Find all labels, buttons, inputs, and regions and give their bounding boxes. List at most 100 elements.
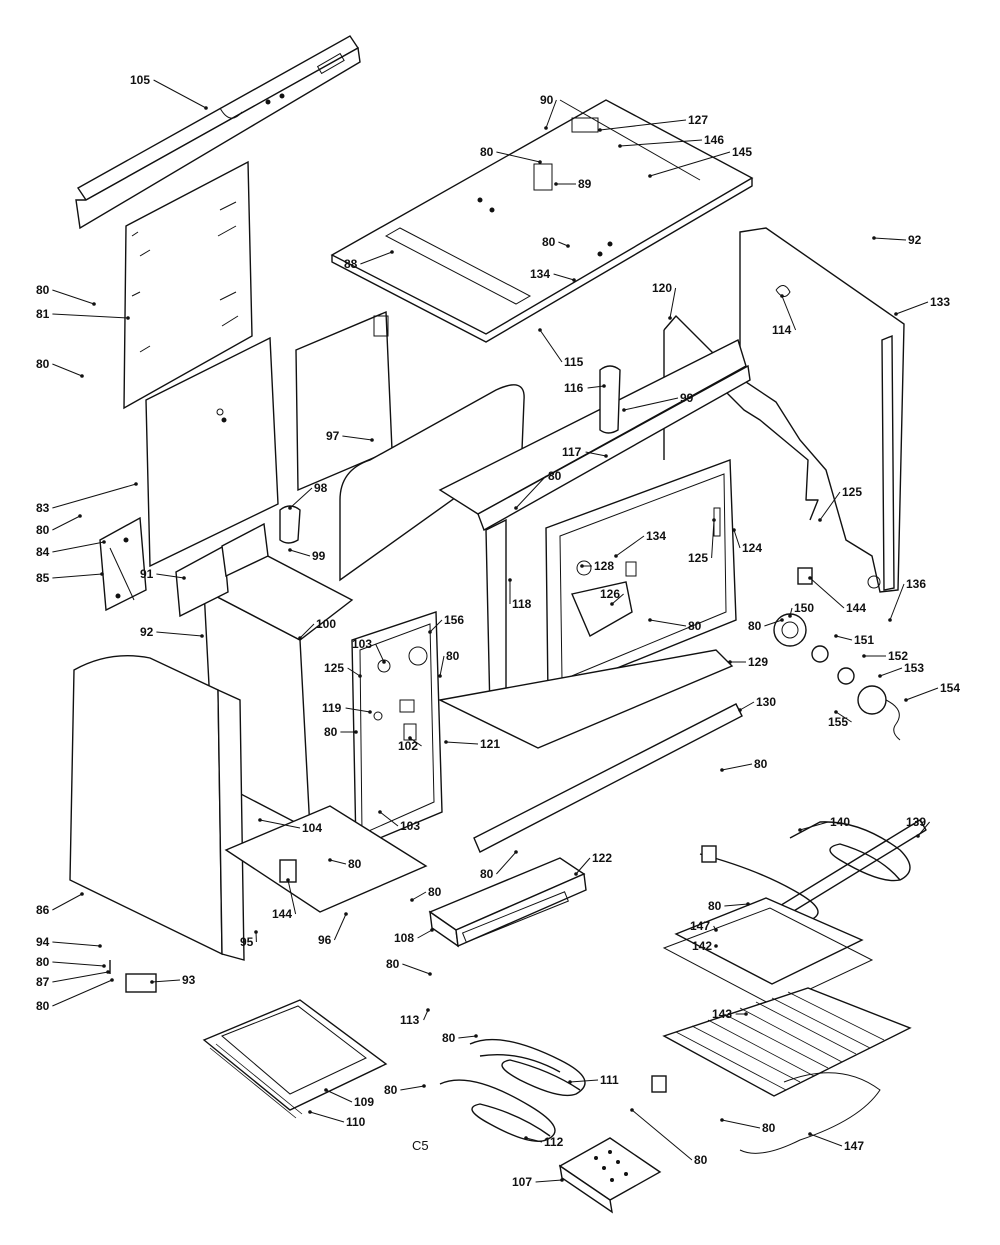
leader-arrow xyxy=(808,1132,812,1136)
callout-107: 107 xyxy=(512,1175,564,1189)
leader-line xyxy=(402,964,430,974)
callout-label: 104 xyxy=(302,821,322,835)
callout-label: 118 xyxy=(512,597,532,611)
callout-80: 80 xyxy=(720,1118,775,1135)
callout-label: 144 xyxy=(272,907,292,921)
leader-arrow xyxy=(258,818,262,822)
callout-label: 107 xyxy=(512,1175,532,1189)
leader-arrow xyxy=(134,482,138,486)
callout-147: 147 xyxy=(808,1132,864,1153)
callout-112: 112 xyxy=(524,1135,563,1149)
callout-label: 96 xyxy=(318,933,332,947)
callout-label: 80 xyxy=(480,867,494,881)
leader-arrow xyxy=(834,634,838,638)
callout-129: 129 xyxy=(728,655,768,669)
leader-arrow xyxy=(102,964,106,968)
callout-121: 121 xyxy=(444,737,500,751)
callout-113: 113 xyxy=(400,1008,430,1027)
leader-arrow xyxy=(126,316,130,320)
callout-label: 128 xyxy=(594,559,614,573)
callout-93: 93 xyxy=(150,973,195,987)
callout-label: 129 xyxy=(748,655,768,669)
callout-label: 89 xyxy=(578,177,592,191)
part-86-left-side-panel xyxy=(70,656,244,960)
leader-line xyxy=(52,574,102,578)
callout-label: 114 xyxy=(772,323,792,337)
leader-arrow xyxy=(916,834,920,838)
callout-80: 80 xyxy=(36,955,106,969)
callout-108: 108 xyxy=(394,928,434,945)
callout-130: 130 xyxy=(738,695,776,712)
callout-label: 80 xyxy=(548,469,562,483)
leader-arrow xyxy=(604,454,608,458)
callout-label: 92 xyxy=(908,233,922,247)
callout-label: 130 xyxy=(756,695,776,709)
leader-arrow xyxy=(878,674,882,678)
callout-label: 110 xyxy=(346,1115,366,1129)
callout-label: 98 xyxy=(314,481,328,495)
leader-line xyxy=(810,1134,842,1146)
part-111-bake-element xyxy=(470,1040,585,1096)
part-150-knob xyxy=(774,614,806,646)
leader-arrow xyxy=(428,630,432,634)
callout-80: 80 xyxy=(324,725,358,739)
callout-label: 144 xyxy=(846,601,866,615)
callout-80: 80 xyxy=(438,649,459,678)
leader-arrow xyxy=(808,576,812,580)
leader-arrow xyxy=(538,328,542,332)
callout-label: 92 xyxy=(140,625,154,639)
callout-label: 108 xyxy=(394,931,414,945)
callout-86: 86 xyxy=(36,892,84,917)
callout-label: 154 xyxy=(940,681,960,695)
leader-arrow xyxy=(780,618,784,622)
leader-arrow xyxy=(508,578,512,582)
callout-label: 80 xyxy=(748,619,762,633)
leader-arrow xyxy=(368,710,372,714)
callout-label: 156 xyxy=(444,613,464,627)
leader-arrow xyxy=(444,740,448,744)
leader-line xyxy=(290,550,310,556)
callout-label: 80 xyxy=(324,725,338,739)
callout-label: 80 xyxy=(708,899,722,913)
leader-arrow xyxy=(566,244,570,248)
callout-96: 96 xyxy=(318,912,348,947)
callout-80: 80 xyxy=(384,1083,426,1097)
leader-arrow xyxy=(720,768,724,772)
leader-arrow xyxy=(862,654,866,658)
callout-label: 80 xyxy=(36,357,50,371)
callout-label: 109 xyxy=(354,1095,374,1109)
leader-arrow xyxy=(514,850,518,854)
leader-arrow xyxy=(102,540,106,544)
callout-111: 111 xyxy=(568,1073,619,1087)
part-112-broil-element xyxy=(440,1080,555,1141)
leader-arrow xyxy=(610,602,614,606)
leader-arrow xyxy=(618,144,622,148)
leader-arrow xyxy=(720,1118,724,1122)
callout-110: 110 xyxy=(308,1110,365,1129)
leader-line xyxy=(52,290,94,304)
part-152-knob xyxy=(812,646,828,662)
callout-80: 80 xyxy=(386,957,432,976)
leader-arrow xyxy=(80,892,84,896)
leader-line xyxy=(52,516,80,530)
leader-arrow xyxy=(714,944,718,948)
callout-label: 93 xyxy=(182,973,196,987)
leader-arrow xyxy=(598,128,602,132)
leader-arrow xyxy=(622,408,626,412)
leader-arrow xyxy=(888,618,892,622)
leader-line xyxy=(440,656,444,676)
leader-arrow xyxy=(648,618,652,622)
callout-label: 155 xyxy=(828,715,848,729)
part-133-right-side-panel xyxy=(740,228,904,592)
leader-line xyxy=(896,302,928,314)
leader-arrow xyxy=(554,182,558,186)
callout-label: 80 xyxy=(36,999,50,1013)
leader-line xyxy=(722,1120,760,1128)
callout-label: 142 xyxy=(692,939,712,953)
leader-arrow xyxy=(200,634,204,638)
leader-line xyxy=(334,914,346,940)
leader-line xyxy=(52,894,82,910)
callout-label: 134 xyxy=(530,267,550,281)
callout-80: 80 xyxy=(36,514,82,537)
